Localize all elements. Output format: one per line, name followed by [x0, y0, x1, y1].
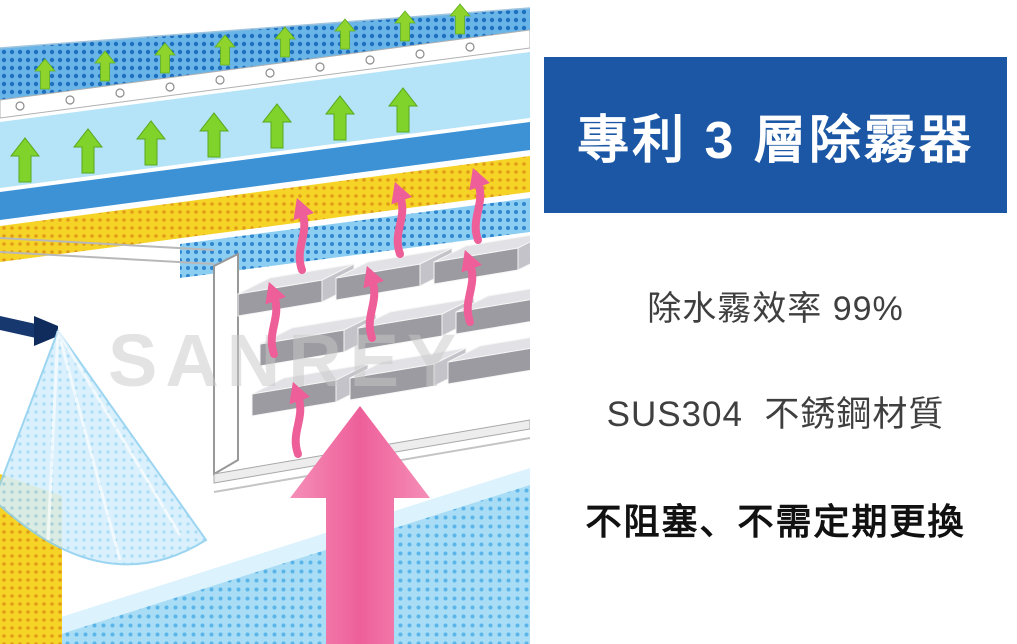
perforated-plate	[0, 7, 530, 119]
feature-efficiency: 除水霧效率 99%	[647, 290, 904, 328]
blue-layer	[0, 122, 530, 220]
big-updraft-arrow	[290, 406, 430, 644]
demister-diagram: SANREY	[0, 3, 530, 644]
pink-flow-arrows	[265, 167, 491, 458]
spray-nozzle	[0, 316, 58, 346]
green-exit-arrows	[34, 3, 471, 90]
feature-maintenance: 不阻塞、不需定期更換	[585, 501, 966, 542]
title-banner: 專利 3 層除霧器	[544, 57, 1007, 213]
demister-block	[447, 337, 530, 385]
feature-material: SUS304 不銹鋼材質	[606, 395, 945, 434]
demister-illustration: SANREY	[0, 3, 530, 644]
bolt-holes	[15, 42, 475, 111]
banner-title: 專利 3 層除霧器	[577, 111, 974, 170]
mist-cone	[0, 328, 208, 566]
demister-block	[455, 288, 530, 335]
water-pool	[58, 468, 530, 644]
duct-wall	[213, 252, 239, 476]
demister-blocks	[237, 234, 530, 417]
lower-perforated-panel	[180, 198, 530, 278]
content-panel: 專利 3 層除霧器 除水霧效率 99% SUS304 不銹鋼材質 不阻塞、不需定…	[530, 0, 1017, 644]
feature-list: 除水霧效率 99% SUS304 不銹鋼材質 不阻塞、不需定期更換	[544, 281, 1007, 545]
watermark: SANREY	[108, 319, 464, 402]
green-updraft-arrows	[9, 87, 419, 183]
